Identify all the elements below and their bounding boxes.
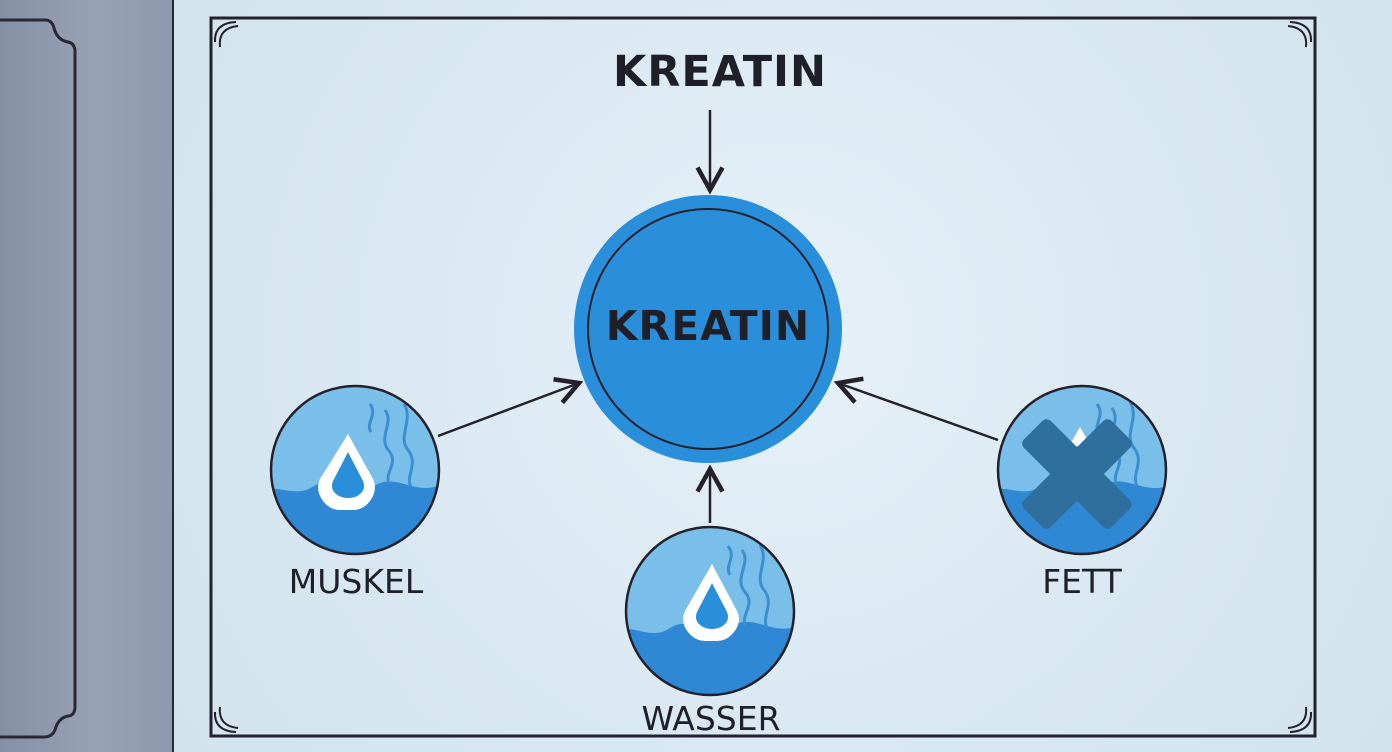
fett-label: FETT bbox=[1042, 562, 1122, 601]
arrow-fett-to-center bbox=[833, 376, 999, 442]
muskel-node bbox=[269, 384, 441, 556]
muskel-label: MUSKEL bbox=[288, 562, 424, 601]
cross-icon bbox=[1022, 419, 1132, 529]
center-node-label: KREATIN bbox=[605, 302, 811, 350]
left-side-panel bbox=[0, 0, 174, 752]
diagram-arrows bbox=[437, 110, 999, 523]
wasser-node bbox=[624, 525, 796, 697]
left-panel-frame bbox=[0, 18, 77, 739]
center-node bbox=[574, 195, 842, 463]
arrow-muskel-to-center bbox=[437, 376, 584, 438]
fett-node bbox=[996, 384, 1168, 556]
decorative-frame bbox=[209, 16, 1317, 738]
wasser-label: WASSER bbox=[641, 699, 781, 738]
diagram-title: KREATIN bbox=[612, 47, 828, 97]
